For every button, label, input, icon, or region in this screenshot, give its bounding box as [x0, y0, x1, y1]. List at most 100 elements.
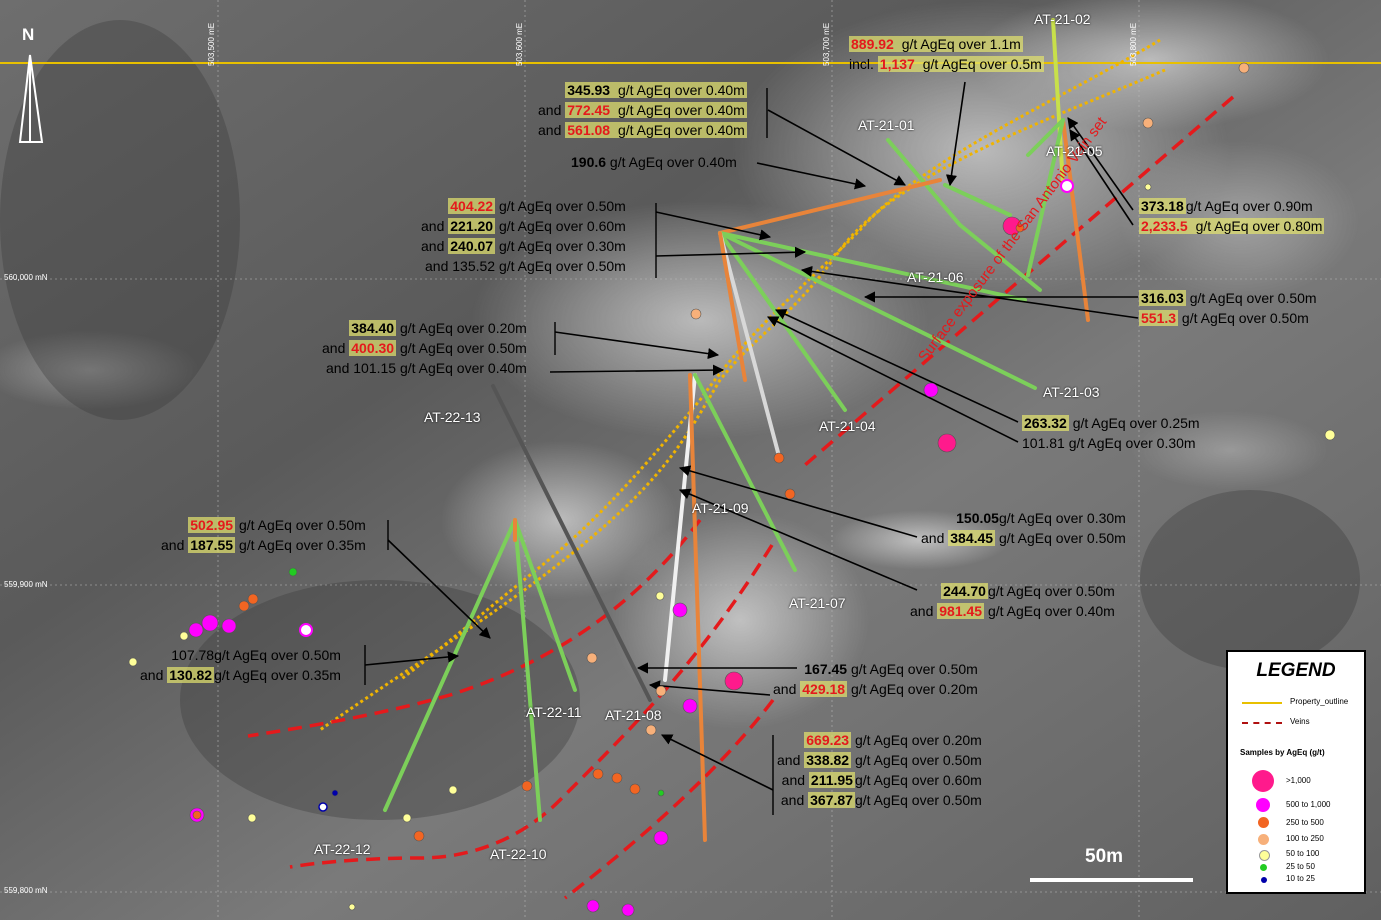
legend-dot — [1252, 770, 1274, 792]
assay-value: 1,137 — [877, 56, 917, 72]
assay-value: 107.78 — [171, 647, 215, 663]
assay-value: 400.30 — [349, 340, 397, 356]
legend-class-label: 250 to 500 — [1286, 818, 1324, 827]
assay-prefix: and — [538, 122, 566, 138]
sample-points — [128, 62, 1336, 917]
assay-text: g/t AgEq over 0.50m — [847, 661, 978, 677]
legend-class-label: 500 to 1,000 — [1286, 800, 1331, 809]
hole-label: AT-22-10 — [490, 846, 547, 862]
assay-prefix: and — [910, 603, 938, 619]
assay-value: 221.20 — [448, 218, 496, 234]
assay-value: 167.45 — [804, 661, 848, 677]
hole-label: AT-21-09 — [692, 500, 749, 516]
terrain-shadows — [0, 20, 1360, 820]
legend-class-label: 10 to 25 — [1286, 874, 1315, 883]
assay-text: g/t AgEq over 0.40m — [612, 102, 747, 118]
assay-text: g/t AgEq over 0.50m — [1185, 290, 1317, 306]
assay-value: 669.23 — [804, 732, 852, 748]
assay-value: 551.3 — [1139, 310, 1179, 326]
assay-value: 384.45 — [948, 530, 996, 546]
assay-value: 429.18 — [800, 681, 848, 697]
assay-prefix: and — [425, 258, 453, 274]
assay-row: and 101.15 g/t AgEq over 0.40m — [322, 358, 527, 378]
assay-value: 130.82 — [167, 667, 215, 683]
assay-text: g/t AgEq over 0.40m — [612, 82, 747, 98]
assay-value: 502.95 — [188, 517, 236, 533]
north-label: N — [22, 25, 35, 44]
assay-text: g/t AgEq over 0.50m — [995, 530, 1126, 546]
assay-text: g/t AgEq over 0.25m — [1068, 415, 1200, 431]
hole-label: AT-21-02 — [1034, 11, 1091, 27]
drill-traces — [383, 18, 1090, 842]
northing-label: 560,000 mN — [4, 273, 48, 282]
assay-text: g/t AgEq over 0.50m — [214, 647, 341, 663]
assay-text: g/t AgEq over 0.30m — [998, 510, 1126, 526]
assay-text: g/t AgEq over 0.50m — [987, 583, 1115, 599]
hole-label: AT-21-07 — [789, 595, 846, 611]
assay-prefix: and — [322, 340, 350, 356]
northing-label: 559,900 mN — [4, 580, 48, 589]
legend-class-label: 25 to 50 — [1286, 862, 1315, 871]
assay-row: and 338.82 g/t AgEq over 0.50m — [777, 750, 982, 770]
assay-prefix: and — [781, 772, 809, 788]
legend-class-label: >1,000 — [1286, 776, 1311, 785]
hole-label: AT-21-04 — [819, 418, 876, 434]
assay-row: 167.45 g/t AgEq over 0.50m — [773, 659, 978, 679]
assay-row: and 981.45 g/t AgEq over 0.40m — [910, 601, 1115, 621]
assay-row: and 135.52 g/t AgEq over 0.50m — [421, 256, 626, 276]
assay-row: and 384.45 g/t AgEq over 0.50m — [921, 528, 1126, 548]
assay-text: g/t AgEq over 0.50m — [235, 517, 366, 533]
assay-value: 135.52 — [452, 258, 496, 274]
terrain-highlights — [0, 0, 1360, 730]
scale-label: 50m — [1085, 846, 1124, 867]
assay-value: 981.45 — [937, 603, 985, 619]
assay-row: and 240.07 g/t AgEq over 0.30m — [421, 236, 626, 256]
assay-text: g/t AgEq over 0.20m — [851, 732, 982, 748]
easting-label: 503,600 mE — [515, 22, 524, 66]
assay-row: and 221.20 g/t AgEq over 0.60m — [421, 216, 626, 236]
assay-prefix: and — [780, 792, 809, 808]
assay-row: 384.40 g/t AgEq over 0.20m — [322, 318, 527, 338]
assay-prefix: and — [538, 102, 566, 118]
legend-dot — [1261, 877, 1267, 883]
assay-prefix: and — [921, 530, 949, 546]
assay-prefix: and — [421, 218, 449, 234]
assay-value: 345.93 — [565, 82, 613, 98]
assay-value: 384.40 — [349, 320, 397, 336]
assay-text: g/t AgEq over 0.30m — [1064, 435, 1196, 451]
assay-value: 190.6 — [571, 154, 607, 170]
hole-label: AT-22-11 — [526, 704, 582, 720]
assay-row: 502.95 g/t AgEq over 0.50m — [161, 515, 366, 535]
assay-prefix: and — [421, 238, 449, 254]
easting-label: 503,700 mE — [822, 22, 831, 66]
assay-value: 367.87 — [808, 792, 855, 808]
assay-text: g/t AgEq over 0.50m — [495, 198, 626, 214]
assay-text: g/t AgEq over 0.50m — [495, 258, 626, 274]
hole-label: AT-21-06 — [907, 269, 964, 285]
assay-value: 101.81 — [1022, 435, 1065, 451]
northing-label: 559,800 mN — [4, 886, 48, 895]
assay-row: and 772.45 g/t AgEq over 0.40m — [538, 100, 747, 120]
assay-text: g/t AgEq over 0.80m — [1189, 218, 1325, 234]
assay-prefix: and — [161, 537, 189, 553]
hole-label: AT-21-03 — [1043, 384, 1100, 400]
assay-text: g/t AgEq over 0.60m — [495, 218, 626, 234]
leader-arrows — [364, 81, 1139, 791]
assay-text: g/t AgEq over 0.40m — [606, 154, 737, 170]
hole-label: AT-21-05 — [1046, 143, 1103, 159]
assay-value: 561.08 — [565, 122, 613, 138]
assay-text: g/t AgEq over 0.50m — [851, 752, 982, 768]
